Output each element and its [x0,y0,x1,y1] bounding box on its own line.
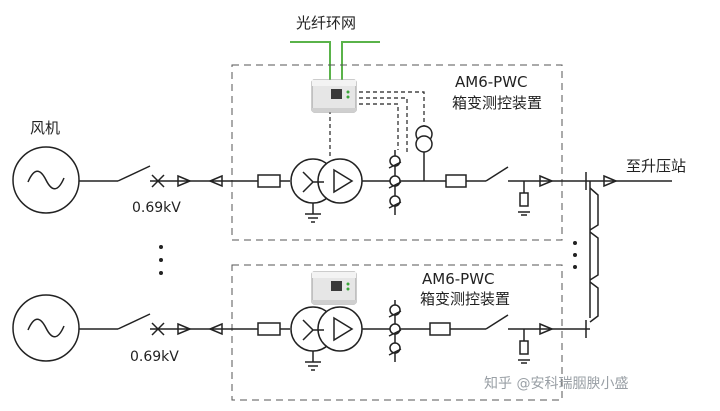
voltage-label-top: 0.69kV [132,200,181,216]
fuse-bottom-right [429,322,451,336]
disconnect-x-bottom [151,322,165,336]
device-bottom-model: AM6-PWC [422,270,495,288]
ellipsis-dots [159,241,577,275]
fuse-top-left [257,174,281,188]
bus-switches [589,187,599,323]
branch-top [12,125,672,318]
signal-lines-top [329,91,425,158]
device-top-name: 箱变测控装置 [452,94,543,112]
dashed-box-top [231,64,563,241]
device-icon [311,271,357,305]
device-top-model: AM6-PWC [455,73,528,91]
pt-top-b [415,135,433,153]
disconnect-x-top [151,174,165,188]
wind-turbine-label: 风机 [30,119,61,137]
fuse-bottom-left [257,322,281,336]
breaker-top [117,165,151,182]
device-icon [311,79,357,113]
switch-bottom [485,314,509,330]
fiber-ring-lines [290,41,380,80]
device-bottom-name: 箱变测控装置 [420,290,511,308]
dashed-box-bottom [231,264,563,401]
watermark: 知乎 @安科瑞胭腴小盛 [484,376,629,392]
generator-bottom [12,294,80,362]
to-substation-label: 至升压站 [626,157,687,175]
transformer-secondary-top [317,158,363,204]
switch-top [485,166,509,182]
generator-top [12,146,80,214]
sine-wave-icon [27,318,65,338]
fuse-top-right [445,174,467,188]
fiber-ring-label: 光纤环网 [296,14,357,32]
voltage-label-bottom: 0.69kV [130,349,179,365]
transformer-secondary-bottom [317,306,363,352]
sine-wave-icon [27,170,65,190]
breaker-bottom [117,313,151,330]
branch-bottom [12,294,590,371]
